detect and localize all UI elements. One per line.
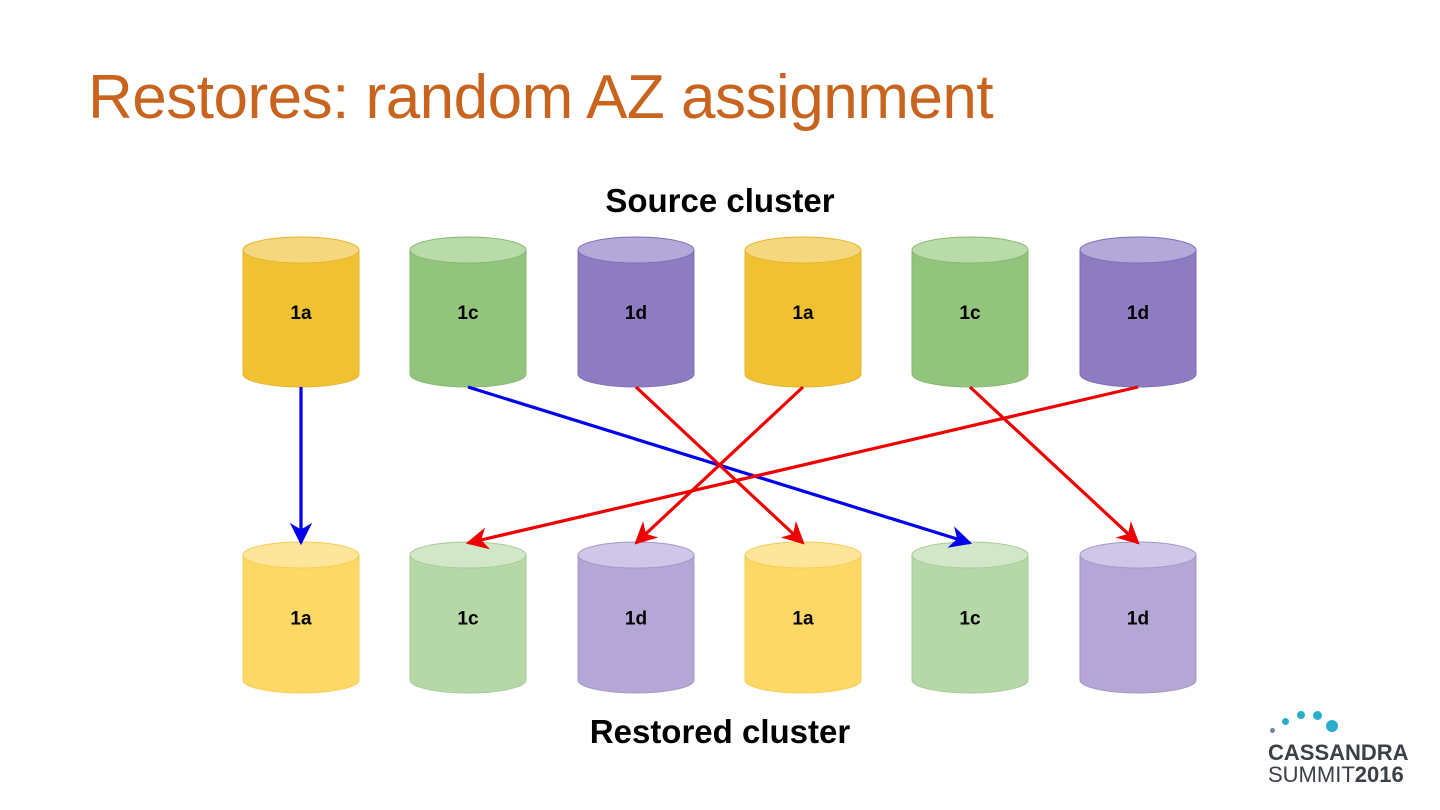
- source-node-1c: 1c: [409, 236, 527, 388]
- node-az-label: 1c: [959, 303, 981, 324]
- cylinder-top: [577, 236, 695, 264]
- source-node-1d: 1d: [1079, 236, 1197, 388]
- source-node-1d: 1d: [577, 236, 695, 388]
- cylinder-top: [409, 541, 527, 569]
- node-az-label: 1c: [457, 609, 479, 630]
- cylinder-body: [911, 554, 1029, 694]
- cylinder-body: [911, 249, 1029, 388]
- node-az-label: 1c: [959, 609, 981, 630]
- restored-node-1c: 1c: [409, 541, 527, 694]
- source-cluster: 1a 1c 1d 1a 1c 1d: [242, 236, 1197, 388]
- logo-dot: [1270, 728, 1275, 733]
- cylinder-body: [409, 554, 527, 694]
- cylinder-top: [242, 236, 360, 264]
- cylinder-body: [1079, 554, 1197, 694]
- node-az-label: 1a: [792, 303, 814, 324]
- cylinder-top: [911, 541, 1029, 569]
- logo-dot: [1282, 718, 1289, 725]
- cylinder-top: [409, 236, 527, 264]
- cylinder-body: [1079, 249, 1197, 388]
- logo-dot: [1297, 711, 1305, 719]
- moved-az-arrow-3-to-2: [634, 385, 805, 545]
- cylinder-body: [577, 554, 695, 694]
- restored-cluster-label: Restored cluster: [589, 713, 851, 750]
- node-az-label: 1a: [792, 609, 814, 630]
- node-az-label: 1d: [1127, 303, 1149, 324]
- cylinder-body: [744, 249, 862, 388]
- logo-text-summit: SUMMIT2016: [1268, 762, 1404, 788]
- source-node-1a: 1a: [744, 236, 862, 388]
- cylinder-top: [1079, 541, 1197, 569]
- source-cluster-label: Source cluster: [605, 182, 835, 219]
- moved-az-arrow-5-to-1: [465, 385, 1139, 550]
- restored-cluster: 1a 1c 1d 1a 1c 1d: [242, 541, 1197, 694]
- cylinder-body: [577, 249, 695, 388]
- source-node-1c: 1c: [911, 236, 1029, 388]
- restored-node-1a: 1a: [744, 541, 862, 694]
- cylinder-top: [1079, 236, 1197, 264]
- node-az-label: 1d: [625, 609, 647, 630]
- logo-text-year: 2016: [1354, 762, 1404, 787]
- restored-node-1d: 1d: [1079, 541, 1197, 694]
- restored-node-1a: 1a: [242, 541, 360, 694]
- logo-dot: [1326, 720, 1338, 732]
- source-node-1a: 1a: [242, 236, 360, 388]
- logo-text-cassandra: CASSANDRA: [1268, 740, 1409, 765]
- cylinder-body: [744, 554, 862, 694]
- logo-text-summit-word: SUMMIT: [1268, 762, 1355, 787]
- moved-az-arrow-4-to-5: [968, 385, 1140, 545]
- node-az-label: 1d: [1127, 609, 1149, 630]
- mapping-arrows: [289, 385, 1140, 550]
- cylinder-top: [744, 236, 862, 264]
- restored-node-1d: 1d: [577, 541, 695, 694]
- node-az-label: 1c: [457, 303, 479, 324]
- restored-node-1c: 1c: [911, 541, 1029, 694]
- slide-title: Restores: random AZ assignment: [88, 63, 994, 132]
- cylinder-top: [744, 541, 862, 569]
- cylinder-top: [577, 541, 695, 569]
- node-az-label: 1a: [290, 303, 312, 324]
- cylinder-body: [242, 554, 360, 694]
- cassandra-summit-logo: CASSANDRA SUMMIT2016: [1262, 704, 1422, 794]
- node-az-label: 1a: [290, 609, 312, 630]
- cylinder-body: [242, 249, 360, 388]
- cylinder-top: [911, 236, 1029, 264]
- logo-dot: [1313, 711, 1322, 720]
- node-az-label: 1d: [625, 303, 647, 324]
- cylinder-top: [242, 541, 360, 569]
